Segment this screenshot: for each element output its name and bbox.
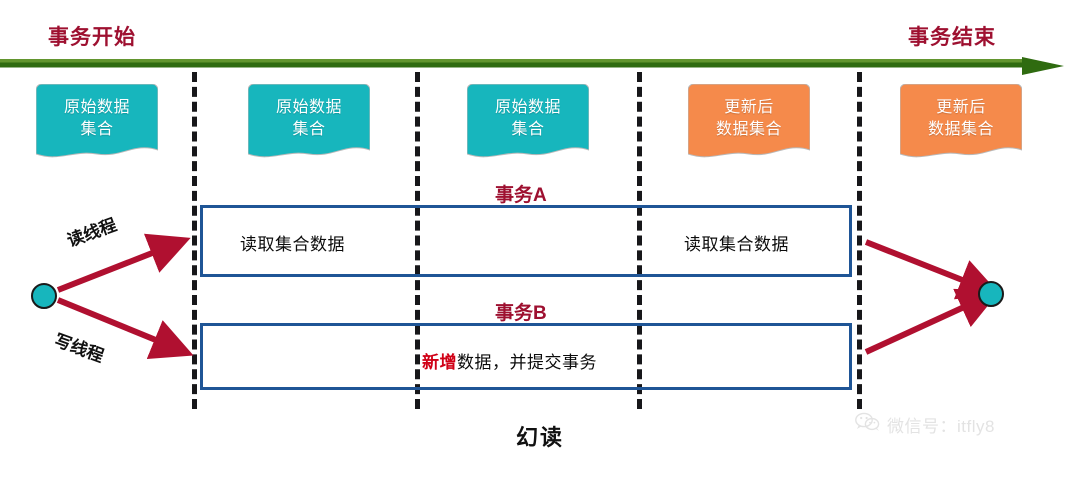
read-collection-data-first: 读取集合数据 bbox=[240, 235, 345, 254]
watermark: 微信号：itfly8 bbox=[855, 412, 995, 437]
flag-line: 集合 bbox=[511, 121, 545, 138]
divider-2 bbox=[415, 72, 420, 409]
flag-line: 数据集合 bbox=[927, 121, 994, 138]
dataset-flag: 原始数据 集合 bbox=[248, 84, 370, 162]
flag-line: 原始数据 bbox=[63, 98, 130, 116]
divider-1 bbox=[192, 72, 197, 409]
dataset-flag: 更新后 数据集合 bbox=[900, 84, 1022, 162]
insert-rest: 数据，并提交事务 bbox=[457, 353, 597, 372]
start-node bbox=[31, 283, 57, 309]
divider-3 bbox=[637, 72, 642, 409]
dataset-flag: 更新后 数据集合 bbox=[688, 84, 810, 162]
dataset-flag-text: 原始数据 集合 bbox=[467, 84, 589, 154]
timeline-axis bbox=[0, 57, 1080, 75]
dataset-flag: 原始数据 集合 bbox=[467, 84, 589, 162]
flag-line: 更新后 bbox=[936, 98, 986, 116]
transaction-b-box bbox=[200, 323, 852, 390]
diagram-caption: 幻读 bbox=[515, 425, 564, 450]
read-collection-data-second: 读取集合数据 bbox=[684, 235, 789, 254]
flag-line: 更新后 bbox=[724, 98, 774, 116]
transaction-a-box bbox=[200, 205, 852, 277]
write-thread-label: 写线程 bbox=[51, 330, 107, 366]
transaction-a-label: 事务A bbox=[495, 185, 547, 206]
watermark-text: 微信号：itfly8 bbox=[887, 417, 995, 436]
end-node bbox=[978, 281, 1004, 307]
divider-4 bbox=[857, 72, 862, 409]
flag-line: 集合 bbox=[80, 121, 114, 138]
flag-line: 原始数据 bbox=[494, 98, 561, 116]
flag-line: 原始数据 bbox=[275, 98, 342, 116]
transaction-end-label: 事务结束 bbox=[908, 26, 996, 49]
transaction-b-label: 事务B bbox=[495, 303, 547, 324]
flag-line: 集合 bbox=[292, 121, 326, 138]
wechat-icon bbox=[855, 412, 881, 437]
read-thread-label: 读线程 bbox=[64, 215, 120, 251]
insert-highlight: 新增 bbox=[422, 353, 457, 372]
dataset-flag-text: 原始数据 集合 bbox=[248, 84, 370, 154]
insert-and-commit: 新增数据，并提交事务 bbox=[422, 348, 597, 373]
flag-line: 数据集合 bbox=[715, 121, 782, 138]
dataset-flag-text: 更新后 数据集合 bbox=[688, 84, 810, 154]
transaction-start-label: 事务开始 bbox=[48, 26, 136, 49]
dataset-flag: 原始数据 集合 bbox=[36, 84, 158, 162]
dataset-flag-text: 原始数据 集合 bbox=[36, 84, 158, 154]
dataset-flag-text: 更新后 数据集合 bbox=[900, 84, 1022, 154]
